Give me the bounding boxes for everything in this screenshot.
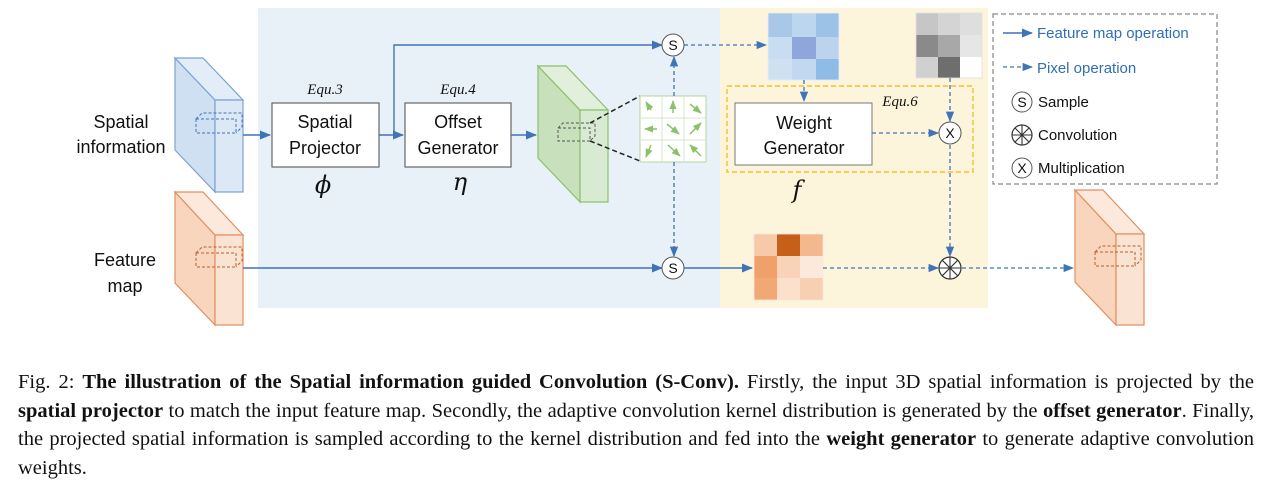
- svg-text:Equ.6: Equ.6: [881, 94, 918, 110]
- caption-text-1: Firstly, the input 3D spatial informatio…: [738, 371, 1254, 393]
- sample-op-top: S: [661, 33, 685, 57]
- svg-text:Weight: Weight: [776, 113, 832, 133]
- sample-op-bottom: S: [661, 256, 685, 280]
- feature-map-label-2: map: [107, 276, 142, 296]
- legend-convolution: Convolution: [1038, 127, 1117, 144]
- legend-multiplication: Multiplication: [1038, 160, 1125, 177]
- caption-text-4: to generate adaptive convolution weights…: [18, 428, 1254, 479]
- caption-bold-weight-generator: weight generator: [826, 428, 977, 450]
- svg-text:Generator: Generator: [417, 138, 498, 158]
- svg-text:Equ.4: Equ.4: [439, 82, 476, 98]
- legend-sample: Sample: [1038, 94, 1089, 111]
- svg-text:Spatial: Spatial: [297, 112, 352, 132]
- caption-prefix: Fig. 2:: [18, 371, 83, 393]
- zoom-line-bottom: [589, 140, 641, 162]
- arrow-projector-to-sample: [393, 40, 664, 135]
- weight-generator: Equ.6 Weight Generator f: [726, 85, 974, 204]
- svg-text:ϕ: ϕ: [315, 171, 331, 199]
- offset-kernel-grid: [639, 95, 707, 163]
- svg-text:S: S: [1017, 94, 1026, 110]
- legend-convolution-icon: [1011, 124, 1033, 146]
- zoom-line-top: [589, 95, 641, 124]
- svg-text:Equ.3: Equ.3: [306, 82, 342, 98]
- caption-text-3: . Finally, the projected spatial informa…: [18, 399, 1254, 451]
- figure-caption: Fig. 2: The illustration of the Spatial …: [18, 368, 1254, 482]
- svg-text:S: S: [668, 260, 677, 276]
- multiply-op: X: [938, 121, 962, 145]
- s-conv-diagram: Spatial information Feature map Equ.3 Sp…: [76, 8, 1218, 327]
- legend-pixel-op: Pixel operation: [1037, 60, 1136, 77]
- caption-text-2: to match the input feature map. Secondly…: [163, 399, 1043, 422]
- projected-spatial-grid: [767, 12, 840, 81]
- spatial-info-label-2: information: [76, 137, 165, 157]
- sampled-feature-grid: [753, 233, 824, 301]
- svg-text:S: S: [668, 37, 677, 53]
- feature-map-block: [173, 190, 245, 327]
- offset-map-block: [536, 64, 610, 204]
- legend: Feature map operation Pixel operation S …: [992, 13, 1218, 185]
- feature-map-label: Feature: [94, 250, 156, 270]
- caption-bold-spatial-projector: spatial projector: [18, 399, 164, 422]
- weight-output-grid: [915, 12, 983, 79]
- spatial-info-label: Spatial: [93, 112, 148, 132]
- svg-text:Offset: Offset: [434, 112, 482, 132]
- legend-feature-map-op: Feature map operation: [1037, 25, 1189, 42]
- offset-generator: Equ.4 Offset Generator η: [404, 82, 512, 196]
- spatial-projector: Equ.3 Spatial Projector ϕ: [271, 82, 380, 199]
- spatial-info-block: [173, 56, 245, 194]
- output-feature-block: [1073, 188, 1146, 327]
- svg-text:η: η: [453, 168, 468, 196]
- svg-text:X: X: [1017, 160, 1027, 176]
- svg-text:X: X: [945, 125, 955, 141]
- caption-title: The illustration of the Spatial informat…: [82, 371, 739, 393]
- convolution-op-icon: [938, 256, 962, 280]
- caption-bold-offset-generator: offset generator: [1042, 399, 1182, 422]
- svg-text:Generator: Generator: [763, 138, 844, 158]
- svg-text:Projector: Projector: [289, 138, 361, 158]
